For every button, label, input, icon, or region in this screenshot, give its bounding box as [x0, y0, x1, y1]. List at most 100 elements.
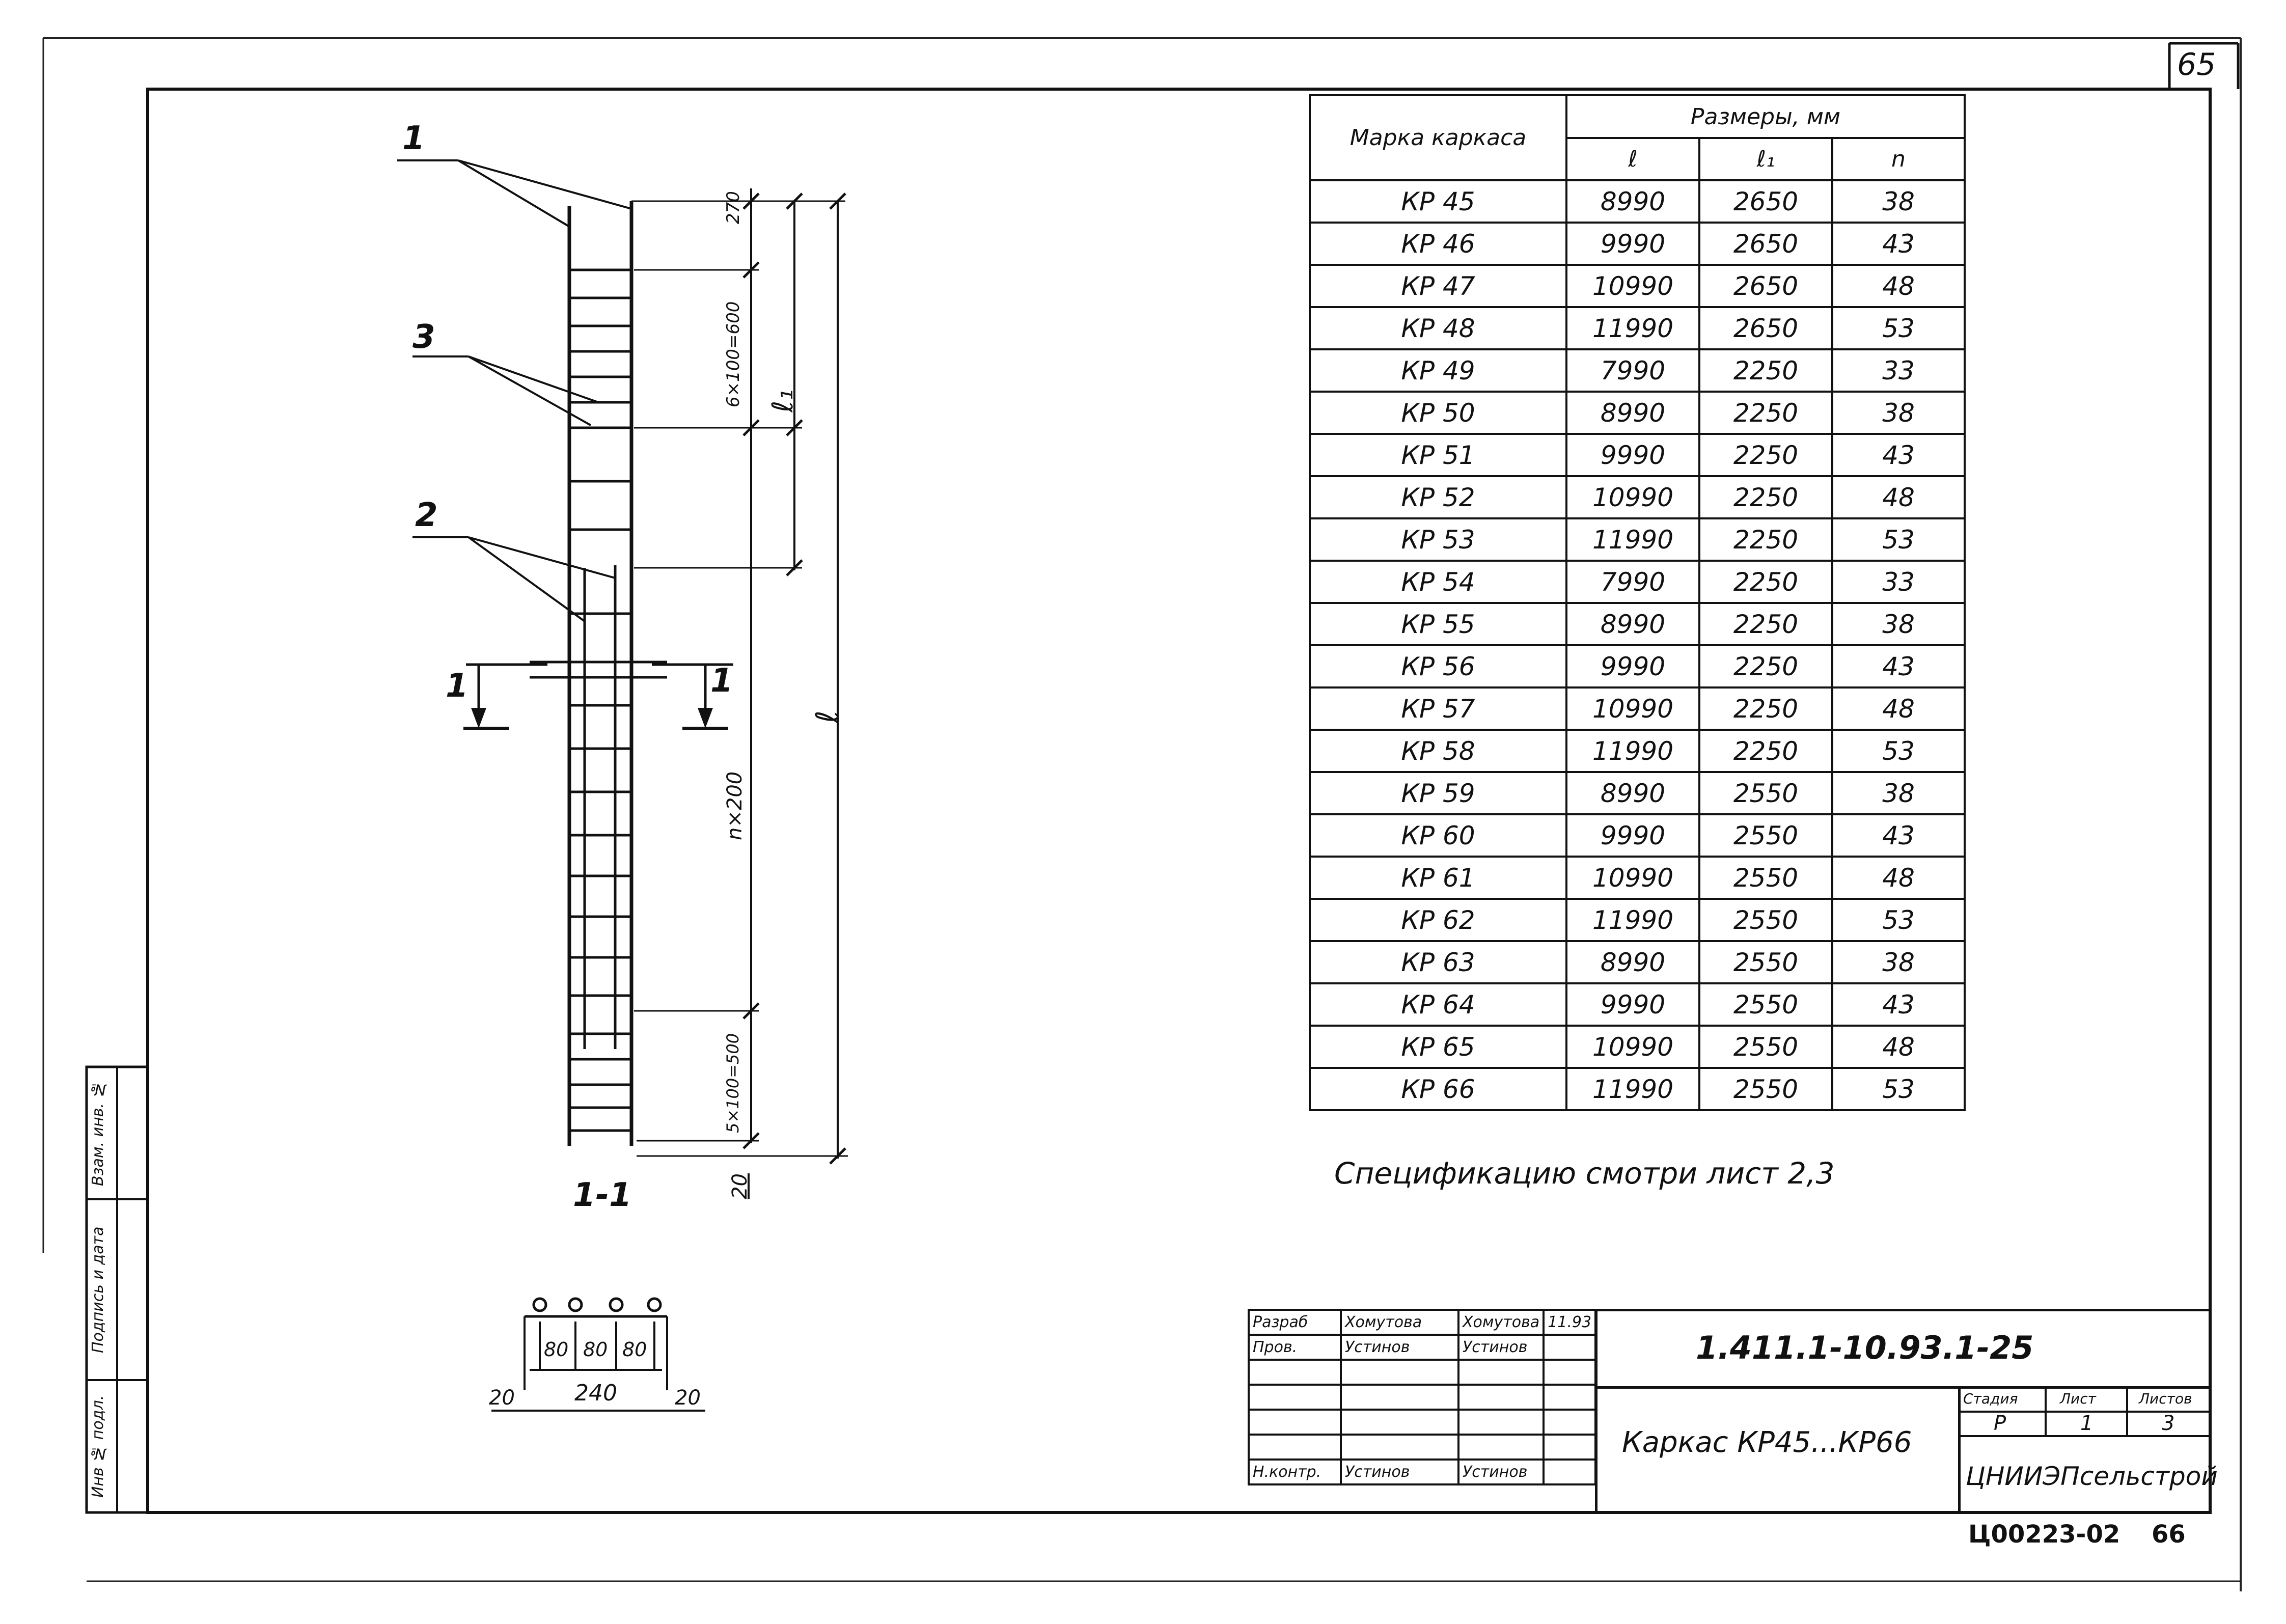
cell-l1: 2550 [1698, 982, 1833, 1027]
section-mark-left: 1 [446, 667, 469, 705]
cell-mark: КР 51 [1309, 433, 1567, 477]
spec-note: Спецификацию смотри лист 2,3 [1334, 1156, 1835, 1191]
cell-l1: 2250 [1698, 644, 1833, 689]
header-n: n [1831, 137, 1966, 181]
list-value: 1 [2080, 1412, 2094, 1435]
cell-l: 9990 [1565, 433, 1700, 477]
prov-sign: Устинов [1457, 1334, 1545, 1361]
cell-l1: 2250 [1698, 475, 1833, 519]
razrab-name: Хомутова [1340, 1309, 1459, 1336]
cell-n: 48 [1831, 686, 1966, 731]
cell-l: 7990 [1565, 560, 1700, 604]
side-podpis-data: Подпись и дата [89, 1226, 107, 1353]
empty-cell [1248, 1384, 1342, 1411]
cell-n: 53 [1831, 306, 1966, 350]
empty-cell [1543, 1409, 1597, 1436]
section-dim-80-a: 80 [544, 1338, 569, 1361]
cell-mark: КР 49 [1309, 348, 1567, 393]
empty-cell [1457, 1409, 1545, 1436]
cell-l1: 2250 [1698, 517, 1833, 562]
razrab-date: 11.93 [1543, 1309, 1597, 1336]
cell-l1: 2550 [1698, 1067, 1833, 1111]
cell-l1: 2550 [1698, 813, 1833, 858]
cell-l1: 2250 [1698, 433, 1833, 477]
cell-mark: КР 53 [1309, 517, 1567, 562]
cell-n: 43 [1831, 433, 1966, 477]
empty-cell [1340, 1359, 1459, 1386]
empty-cell [1340, 1409, 1459, 1436]
cell-l1: 2250 [1698, 560, 1833, 604]
cell-l1: 2250 [1698, 729, 1833, 773]
title-block-divider [1958, 1386, 1961, 1512]
cell-n: 48 [1831, 856, 1966, 900]
cell-mark: КР 52 [1309, 475, 1567, 519]
cell-mark: КР 57 [1309, 686, 1567, 731]
empty-cell [1457, 1359, 1545, 1386]
cell-mark: КР 54 [1309, 560, 1567, 604]
callout-3: 3 [412, 318, 435, 356]
cell-n: 53 [1831, 729, 1966, 773]
cell-l: 8990 [1565, 771, 1700, 815]
cell-mark: КР 50 [1309, 391, 1567, 435]
cell-n: 43 [1831, 222, 1966, 266]
empty-cell [1543, 1384, 1597, 1411]
cell-n: 38 [1831, 391, 1966, 435]
cell-l1: 2550 [1698, 940, 1833, 984]
cell-l1: 2250 [1698, 348, 1833, 393]
stadia-label: Стадия [1963, 1390, 2018, 1407]
callout-2: 2 [415, 497, 438, 534]
dim-mid-spacing: n×200 [723, 771, 747, 840]
cell-l1: 2650 [1698, 179, 1833, 224]
cell-n: 38 [1831, 602, 1966, 646]
archive-code: Ц00223-02 [1968, 1520, 2120, 1549]
header-l: ℓ [1565, 137, 1700, 181]
cell-l1: 2250 [1698, 391, 1833, 435]
listov-value: 3 [2162, 1412, 2175, 1435]
header-sizes: Размеры, мм [1565, 94, 1966, 139]
empty-cell [1340, 1434, 1459, 1461]
empty-cell [1248, 1409, 1342, 1436]
empty-cell [1248, 1434, 1342, 1461]
cell-l1: 2550 [1698, 1025, 1833, 1069]
cell-mark: КР 46 [1309, 222, 1567, 266]
cell-mark: КР 63 [1309, 940, 1567, 984]
section-1-1 [491, 1297, 705, 1412]
cell-n: 53 [1831, 517, 1966, 562]
dim-top-spacing: 6×100=600 [723, 301, 743, 407]
nkontr-name: Устинов [1340, 1458, 1459, 1485]
prov-role: Пров. [1248, 1334, 1342, 1361]
cell-mark: КР 61 [1309, 856, 1567, 900]
cell-l: 11990 [1565, 729, 1700, 773]
cell-l: 8990 [1565, 940, 1700, 984]
nkontr-role: Н.контр. [1248, 1458, 1342, 1485]
cell-n: 48 [1831, 1025, 1966, 1069]
empty-cell [1340, 1384, 1459, 1411]
list-label: Лист [2060, 1390, 2096, 1407]
title-block-divider [1595, 1386, 2210, 1389]
callout-1: 1 [402, 120, 425, 157]
dim-l1: ℓ₁ [766, 389, 800, 412]
doc-code: 1.411.1-10.93.1-25 [1696, 1329, 2034, 1366]
empty-cell [1543, 1434, 1597, 1461]
empty-cell [1457, 1434, 1545, 1461]
cell-l: 10990 [1565, 264, 1700, 308]
cell-l: 8990 [1565, 179, 1700, 224]
razrab-sign: Хомутова [1457, 1309, 1545, 1336]
cell-mark: КР 62 [1309, 898, 1567, 942]
